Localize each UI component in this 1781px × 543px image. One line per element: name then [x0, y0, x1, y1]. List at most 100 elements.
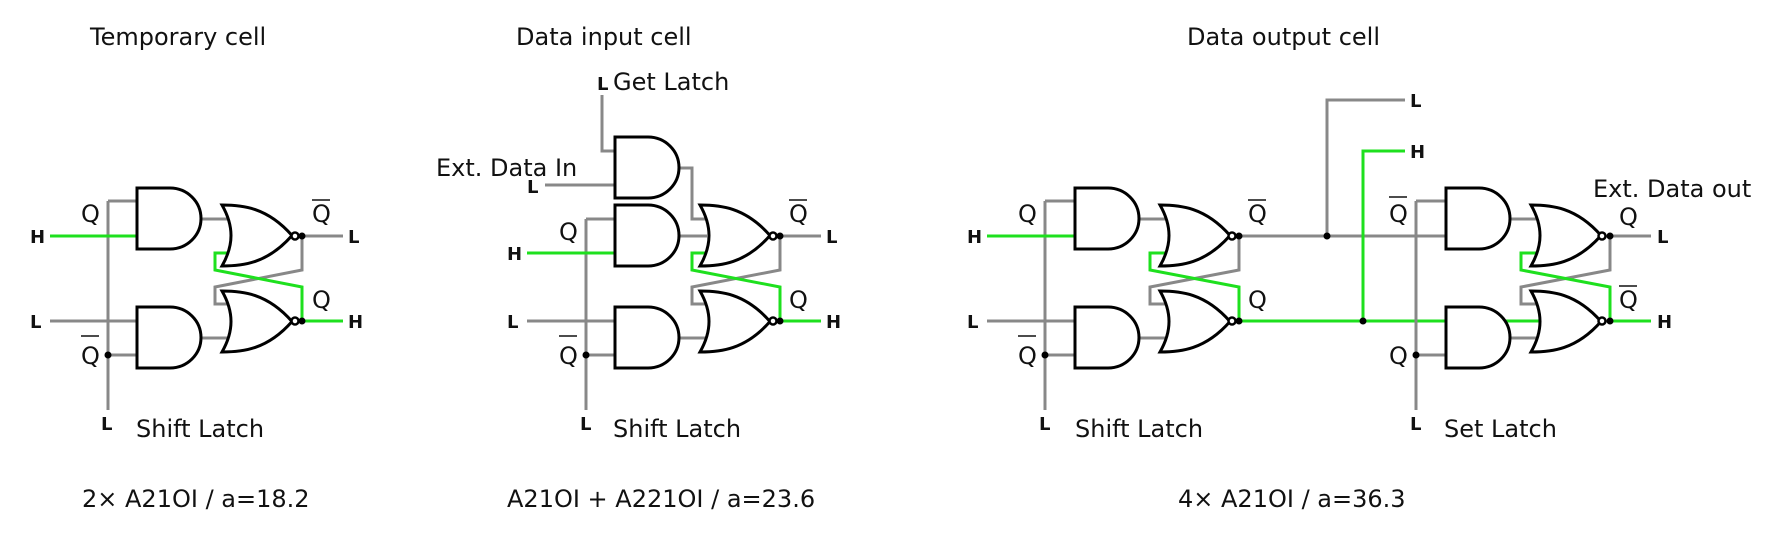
and-gate-get — [613, 135, 681, 200]
nor-gate — [698, 289, 772, 354]
and-gate — [1444, 186, 1512, 251]
ext-data-out-label: Ext. Data out — [1593, 175, 1751, 203]
inverter-bubble — [1597, 231, 1607, 241]
and-gate — [135, 186, 203, 251]
feedback-wire — [1519, 251, 1612, 321]
signal-label-qbar: Q — [1018, 342, 1037, 370]
cell-title: Temporary cell — [89, 23, 266, 51]
and-gate — [613, 305, 681, 370]
level-label: L — [967, 312, 978, 333]
level-label: H — [1410, 142, 1425, 163]
signal-label-q: Q — [1248, 286, 1267, 314]
level-label: H — [507, 244, 522, 265]
junction-dot — [582, 351, 590, 359]
level-label: L — [580, 414, 591, 435]
inverter-bubble — [1227, 316, 1237, 326]
level-label: L — [1657, 227, 1668, 248]
signal-label-q: Q — [1619, 203, 1638, 231]
junction-dot — [104, 351, 112, 359]
inverter-bubble — [290, 316, 300, 326]
junction-dot — [1041, 351, 1049, 359]
level-label: H — [348, 312, 363, 333]
and-gate — [135, 305, 203, 370]
data-input-cell: Data input cell L Get Latch — [436, 23, 841, 513]
signal-label-q: Q — [312, 286, 331, 314]
nor-gate — [1529, 289, 1603, 354]
junction-dot — [1606, 317, 1614, 325]
signal-label-q: Q — [789, 286, 808, 314]
junction-dot — [1412, 351, 1420, 359]
nor-gate — [1529, 203, 1603, 268]
level-label: L — [101, 414, 112, 435]
feedback-wire — [1148, 236, 1241, 306]
inverter-bubble — [768, 231, 778, 241]
junction-dot — [1606, 232, 1614, 240]
level-label: L — [1410, 91, 1421, 112]
wire — [678, 166, 707, 221]
junction-dot — [1235, 317, 1243, 325]
feedback-wire — [1519, 236, 1612, 306]
set-latch-label: Set Latch — [1444, 415, 1557, 443]
set-latch-l-wire — [1325, 98, 1405, 236]
and-gate — [613, 203, 681, 268]
data-output-cell: Data output cell — [967, 23, 1751, 513]
signal-label-qbar: Q — [559, 342, 578, 370]
level-label: H — [967, 227, 982, 248]
nor-gate — [698, 203, 772, 268]
ext-data-in-label: Ext. Data In — [436, 154, 577, 182]
signal-label-qbar: Q — [789, 200, 808, 228]
inverter-bubble — [1227, 231, 1237, 241]
junction-dot — [1359, 317, 1367, 325]
signal-label-qbar: Q — [312, 200, 331, 228]
level-label: H — [826, 312, 841, 333]
inverter-bubble — [1597, 316, 1607, 326]
get-latch-wire — [600, 95, 615, 153]
level-label: L — [507, 312, 518, 333]
signal-label-q: Q — [1389, 342, 1408, 370]
junction-dot — [776, 232, 784, 240]
cell-title: Data input cell — [516, 23, 692, 51]
nor-gate — [220, 289, 294, 354]
nor-gate — [220, 203, 294, 268]
level-label: L — [348, 227, 359, 248]
signal-label-qbar: Q — [81, 342, 100, 370]
inverter-bubble — [768, 316, 778, 326]
junction-dot — [1323, 232, 1331, 240]
signal-label-qbar: Q — [1248, 200, 1267, 228]
junction-dot — [298, 232, 306, 240]
feedback-wire — [690, 251, 782, 321]
signal-label-q: Q — [559, 218, 578, 246]
nor-gate — [1158, 289, 1232, 354]
and-gate — [1444, 305, 1512, 370]
temporary-cell: Temporary cell H L L L H Q Q — [30, 23, 363, 513]
junction-dot — [776, 317, 784, 325]
cell-caption: 2× A21OI / a=18.2 — [82, 485, 310, 513]
signal-label-q: Q — [81, 200, 100, 228]
wires — [527, 95, 821, 410]
signal-label-q: Q — [1018, 200, 1037, 228]
and-gate — [1073, 305, 1141, 370]
level-label: L — [30, 312, 41, 333]
feedback-wire — [690, 236, 782, 306]
junction-dot — [298, 317, 306, 325]
level-label: H — [1657, 312, 1672, 333]
cell-caption: 4× A21OI / a=36.3 — [1178, 485, 1406, 513]
wires — [50, 199, 343, 410]
nor-gate — [1158, 203, 1232, 268]
and-gate — [1073, 186, 1141, 251]
feedback-wire — [1148, 251, 1241, 321]
level-label: L — [826, 227, 837, 248]
level-label: L — [527, 177, 538, 198]
cell-caption: A21OI + A221OI / a=23.6 — [507, 485, 815, 513]
level-label: L — [1039, 414, 1050, 435]
level-label: L — [597, 74, 608, 95]
signal-label-qbar: Q — [1389, 200, 1408, 228]
feedback-wire — [213, 251, 304, 321]
junction-dot — [1235, 232, 1243, 240]
level-label: L — [1410, 414, 1421, 435]
get-latch-label: Get Latch — [613, 68, 729, 96]
latch-label: Shift Latch — [1075, 415, 1203, 443]
feedback-wire — [213, 236, 304, 306]
inverter-bubble — [290, 231, 300, 241]
